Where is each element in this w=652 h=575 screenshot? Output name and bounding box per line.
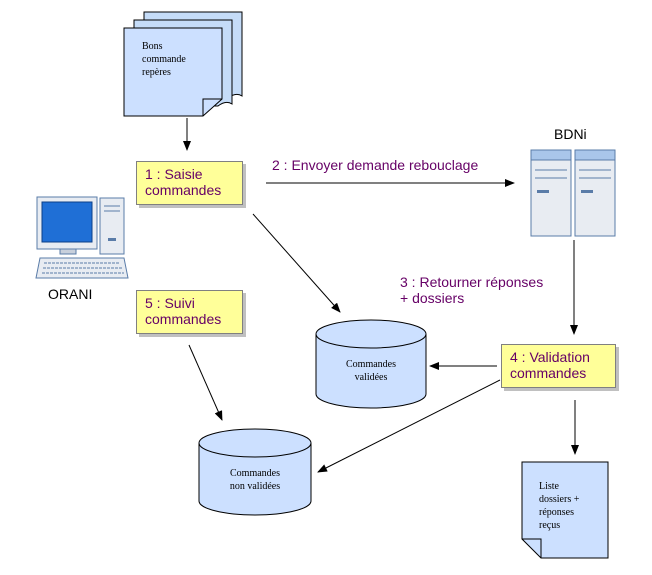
unvalidated-orders-label: Commandes non validées xyxy=(199,467,311,493)
step4-line: commandes xyxy=(510,365,587,381)
step1-line: commandes xyxy=(145,182,222,198)
step1-line: 1 : Saisie xyxy=(145,166,203,182)
step3-line: 3 : Retourner réponses xyxy=(400,274,544,290)
order-documents-stack-icon xyxy=(123,11,243,117)
step4-box: 4 : Validation commandes xyxy=(501,344,616,388)
order-documents-line: Bons xyxy=(142,41,163,52)
bdni-label: BDNi xyxy=(554,126,587,142)
step4-line: 4 : Validation xyxy=(510,349,590,365)
step3-line: + dossiers xyxy=(400,290,465,306)
validated-orders-line: validées xyxy=(354,372,388,383)
step2-label: 2 : Envoyer demande rebouclage xyxy=(272,157,479,173)
result-document-line: dossiers + xyxy=(539,494,580,505)
unvalidated-orders-database-icon xyxy=(198,428,312,516)
orani-label: ORANI xyxy=(48,286,93,302)
arrow-step5-to-unvalidated xyxy=(188,344,223,421)
step5-line: commandes xyxy=(145,311,222,327)
order-documents-line: commande xyxy=(142,54,186,65)
arrow-step4-to-unvalidated xyxy=(317,379,501,473)
result-document-line: réponses xyxy=(539,507,574,518)
validated-orders-database-icon xyxy=(315,319,427,409)
order-documents-line: repères xyxy=(142,67,171,78)
server-icon xyxy=(530,149,616,237)
result-document-line: Liste xyxy=(539,481,559,492)
validated-orders-label: Commandes validées xyxy=(316,358,426,384)
computer-icon xyxy=(35,196,129,279)
result-document-label: Liste dossiers + réponses reçus xyxy=(539,480,579,532)
step5-line: 5 : Suivi xyxy=(145,295,195,311)
validated-orders-line: Commandes xyxy=(346,359,396,370)
unvalidated-orders-line: Commandes xyxy=(230,468,280,479)
step1-box: 1 : Saisie commandes xyxy=(136,161,243,205)
result-document-icon xyxy=(521,461,609,559)
step5-box: 5 : Suivi commandes xyxy=(136,290,243,334)
arrow-step1-to-validated xyxy=(252,213,341,313)
result-document-line: reçus xyxy=(539,520,561,531)
step3-label: 3 : Retourner réponses + dossiers xyxy=(400,274,543,306)
order-documents-label: Bons commande repères xyxy=(142,40,186,79)
unvalidated-orders-line: non validées xyxy=(229,481,281,492)
